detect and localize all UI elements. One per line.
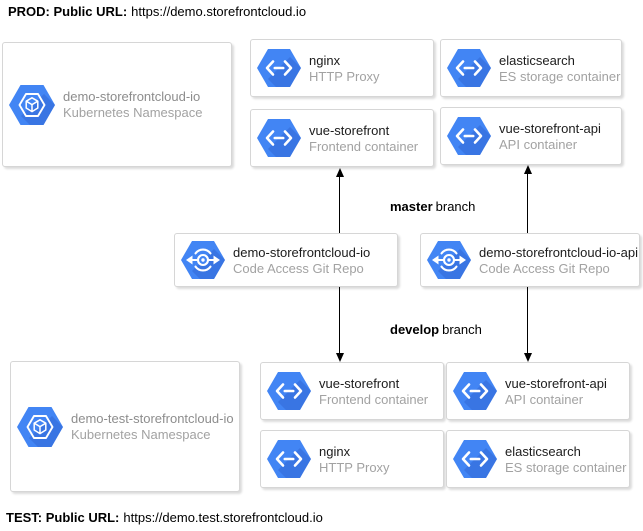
node-subtitle: Frontend container — [309, 138, 419, 154]
node-title: demo-test-storefrontcloud-io — [71, 411, 234, 426]
container-hexagon-icon — [267, 440, 311, 478]
node-subtitle: API container — [499, 136, 578, 152]
node-title: vue-storefront-api — [505, 375, 607, 391]
node-subtitle: Kubernetes Namespace — [63, 105, 203, 120]
container-hexagon-icon — [257, 119, 301, 157]
node-git-repo-api: demo-storefrontcloud-io-api Code Access … — [420, 233, 640, 287]
prod-url-value: https://demo.storefrontcloud.io — [131, 4, 307, 19]
node-elasticsearch-test: elasticsearch ES storage container — [446, 430, 630, 488]
node-vue-storefront-prod: vue-storefront Frontend container — [250, 109, 434, 167]
develop-branch-label-bold: develop — [390, 322, 440, 337]
node-vue-storefront-test: vue-storefront Frontend container — [260, 362, 444, 420]
node-title: demo-storefrontcloud-io-api — [479, 244, 638, 260]
test-url-label-bold: TEST: Public URL: — [6, 510, 120, 525]
node-title: vue-storefront — [309, 122, 390, 138]
node-prod-kubernetes-namespace: demo-storefrontcloud-io Kubernetes Names… — [2, 42, 232, 167]
container-hexagon-icon — [267, 372, 311, 410]
node-subtitle: ES storage container — [499, 68, 621, 84]
node-vue-storefront-api-prod: vue-storefront-api API container — [440, 107, 622, 165]
node-test-kubernetes-namespace: demo-test-storefrontcloud-io Kubernetes … — [10, 361, 240, 492]
node-subtitle: Kubernetes Namespace — [71, 427, 211, 442]
node-nginx-test: nginx HTTP Proxy — [260, 430, 444, 488]
git-repo-hexagon-icon — [427, 241, 471, 279]
node-title: demo-storefrontcloud-io — [233, 244, 371, 260]
node-vue-storefront-api-test: vue-storefront-api API container — [446, 362, 630, 420]
node-title: demo-storefrontcloud-io — [63, 89, 201, 104]
node-subtitle: API container — [505, 391, 584, 407]
container-hexagon-icon — [257, 49, 301, 87]
test-url-label: TEST: Public URL:https://demo.test.store… — [6, 510, 323, 525]
node-subtitle: HTTP Proxy — [309, 68, 380, 84]
node-elasticsearch-prod: elasticsearch ES storage container — [440, 39, 622, 97]
node-subtitle: Frontend container — [319, 391, 429, 407]
gke-hexagon-icon — [9, 85, 55, 125]
node-title: vue-storefront — [319, 375, 400, 391]
prod-url-label-bold: PROD: Public URL: — [8, 4, 128, 19]
node-title: elasticsearch — [505, 443, 581, 459]
node-title: nginx — [309, 52, 341, 68]
node-subtitle: ES storage container — [505, 459, 627, 475]
node-subtitle: Code Access Git Repo — [479, 260, 610, 276]
node-title: nginx — [319, 443, 351, 459]
container-hexagon-icon — [453, 372, 497, 410]
container-hexagon-icon — [447, 49, 491, 87]
node-subtitle: Code Access Git Repo — [233, 260, 364, 276]
container-hexagon-icon — [447, 117, 491, 155]
git-repo-hexagon-icon — [181, 241, 225, 279]
prod-url-label: PROD: Public URL:https://demo.storefront… — [8, 4, 306, 19]
master-branch-label-bold: master — [390, 199, 433, 214]
node-nginx-prod: nginx HTTP Proxy — [250, 39, 434, 97]
gke-hexagon-icon — [17, 407, 63, 447]
test-url-value: https://demo.test.storefrontcloud.io — [123, 510, 323, 525]
node-title: elasticsearch — [499, 52, 575, 68]
node-title: vue-storefront-api — [499, 120, 601, 136]
node-git-repo-frontend: demo-storefrontcloud-io Code Access Git … — [174, 233, 398, 287]
container-hexagon-icon — [453, 440, 497, 478]
node-subtitle: HTTP Proxy — [319, 459, 390, 475]
